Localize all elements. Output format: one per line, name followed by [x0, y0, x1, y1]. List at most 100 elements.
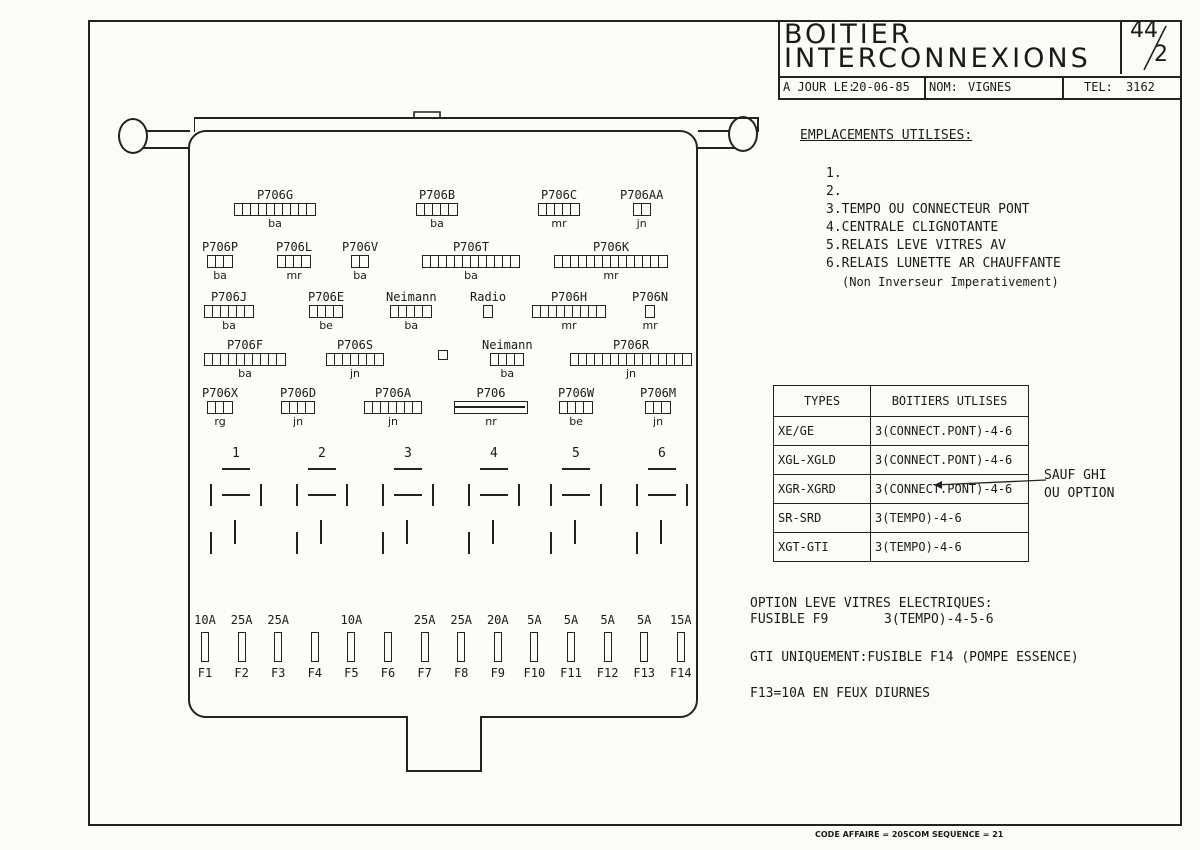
relay-slot-mark: [432, 484, 434, 506]
fuse-rating: 25A: [413, 613, 436, 627]
fuse-id: F3: [270, 666, 286, 680]
connector-pins: [490, 353, 525, 366]
fuse-id: F6: [380, 666, 396, 680]
boxes-cell: 3(CONNECT.PONT)-4-6: [870, 416, 1029, 446]
connector-pins: [281, 401, 316, 414]
boxes-header: BOITIERS UTLISES: [870, 385, 1029, 417]
fuse-rating: 25A: [230, 613, 253, 627]
title-info-row: A JOUR LE: 20-06-85 NOM: VIGNES TEL: 316…: [780, 76, 1182, 100]
connector-wire-color: ba: [222, 319, 236, 332]
relay-slot-mark: [492, 520, 494, 544]
relay-slot-number: 1: [232, 446, 240, 461]
relay-slot-mark: [222, 494, 250, 496]
connector-wire-color: mr: [603, 269, 619, 282]
sheet-number-box: 44 2: [1120, 18, 1184, 74]
relay-slot-number: 3: [404, 446, 412, 461]
right-mount-rail: [698, 147, 740, 149]
connector-pins: [422, 255, 520, 268]
connector-label: P706M: [640, 386, 677, 400]
connector-label: P706D: [280, 386, 317, 400]
connector-pins: [554, 255, 668, 268]
fuse-id: F7: [417, 666, 432, 680]
tel-label: TEL:: [1084, 80, 1113, 94]
connector: P706W be: [558, 386, 594, 428]
connector-label: P706B: [418, 188, 456, 202]
fuse-body: [274, 632, 283, 662]
connector-wire-color: be: [569, 415, 583, 428]
connector-pins: [645, 401, 672, 414]
connector-wire-color: ba: [353, 269, 367, 282]
relay-slot-mark: [320, 520, 322, 544]
relay-slot-mark: [346, 484, 348, 506]
connector-pins: [454, 401, 528, 414]
tel-value: 3162: [1126, 80, 1155, 94]
connector-pins: [326, 353, 384, 366]
connector-label: P706A: [374, 386, 412, 400]
fuse-body: [347, 632, 356, 662]
connector-label: P706V: [342, 240, 379, 254]
connector-wire-color: ba: [213, 269, 227, 282]
boxes-cell: 3(CONNECT.PONT)-4-6: [870, 445, 1029, 475]
sheet-number-bottom: 2: [1154, 42, 1168, 67]
connector-label: P706F: [226, 338, 264, 352]
connector-label: P706T: [452, 240, 490, 254]
relay-slot-mark: [394, 494, 422, 496]
relay-slot-number: 5: [572, 446, 580, 461]
relay-slot-mark: [222, 468, 250, 470]
connector-pins: [632, 203, 651, 216]
connector-pins: [207, 255, 234, 268]
date-label: A JOUR LE:: [783, 80, 856, 94]
relay-slot-mark: [636, 484, 638, 506]
fuse-id: F5: [344, 666, 359, 680]
connector-pins: [532, 305, 606, 318]
connector-label: P706W: [558, 386, 595, 400]
fuse-rating: 25A: [267, 613, 290, 627]
relay-slot-mark: [382, 484, 384, 506]
relay-slot-mark: [600, 484, 602, 506]
connector-wire-color: be: [319, 319, 333, 332]
connector-pins: [309, 305, 344, 318]
relay-slot-mark: [648, 468, 676, 470]
fuse-body: [530, 632, 539, 662]
connector-wire-color: ba: [268, 217, 282, 230]
fuse-f7: 25A F7: [408, 612, 442, 680]
connector-label: P706X: [202, 386, 239, 400]
f13-note: F13=10A EN FEUX DIURNES: [750, 686, 931, 701]
connector-pins: [204, 305, 254, 318]
fuse-id: F12: [596, 666, 619, 680]
option-note-fuse: FUSIBLE F9: [750, 612, 829, 627]
connector-label: Neimann: [482, 338, 533, 352]
connector-label: P706: [476, 386, 506, 400]
location-item-6: 6.RELAIS LUNETTE AR CHAUFFANTE: [826, 256, 1061, 271]
boxes-cell: 3(TEMPO)-4-6: [870, 503, 1029, 533]
connector-pins: [483, 305, 494, 318]
fuse-body: [201, 632, 209, 662]
connector: P706M jn: [640, 386, 676, 428]
relay-slot-mark: [468, 484, 470, 506]
footer-code: CODE AFFAIRE = 205COM SEQUENCE = 21: [815, 830, 1004, 839]
connector-wire-color: jn: [653, 415, 664, 428]
types-header: TYPES: [773, 385, 871, 417]
connector-wire-color: mr: [551, 217, 567, 230]
connector-label: P706S: [336, 338, 374, 352]
fuse-body: [237, 632, 246, 662]
relay-slot-mark: [550, 532, 552, 554]
connector-label: Neimann: [386, 290, 437, 304]
unused-socket: [438, 350, 448, 360]
